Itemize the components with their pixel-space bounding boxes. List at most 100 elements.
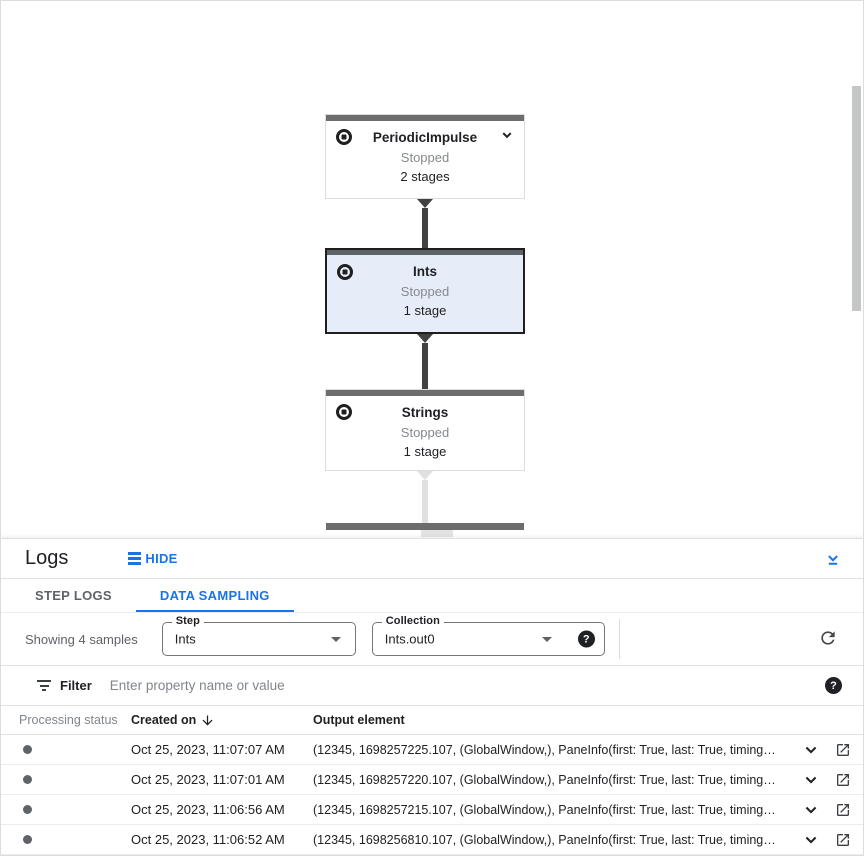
collection-help-icon[interactable]: ? bbox=[577, 630, 595, 648]
node-title: Ints bbox=[412, 264, 437, 279]
column-processing-status: Processing status bbox=[19, 713, 118, 727]
edge-line bbox=[422, 343, 428, 389]
samples-table-header: Processing status Created on Output elem… bbox=[1, 706, 863, 735]
vertical-divider bbox=[618, 619, 620, 659]
node-title: PeriodicImpulse bbox=[372, 130, 478, 145]
logs-panel: Logs HIDE STEP LOGS DATA SAMPLING Showin… bbox=[1, 538, 863, 855]
step-select-label: Step bbox=[171, 615, 204, 627]
open-sample-button[interactable] bbox=[835, 772, 851, 788]
open-sample-button[interactable] bbox=[835, 802, 851, 818]
filter-bar: Filter ? bbox=[1, 666, 863, 706]
status-dot-icon bbox=[23, 745, 32, 754]
collapse-panel-button[interactable] bbox=[823, 549, 843, 569]
processing-status-cell bbox=[1, 835, 131, 844]
logs-tabs: STEP LOGS DATA SAMPLING bbox=[1, 579, 863, 613]
hide-panel-icon bbox=[128, 552, 142, 565]
step-select-value: Ints bbox=[174, 631, 196, 647]
collapse-down-icon bbox=[828, 554, 838, 565]
step-select[interactable]: Step Ints bbox=[161, 615, 356, 656]
created-on-cell: Oct 25, 2023, 11:07:07 AM bbox=[131, 742, 285, 757]
created-on-cell: Oct 25, 2023, 11:06:56 AM bbox=[131, 802, 285, 817]
divider bbox=[1, 578, 863, 579]
node-status: Stopped bbox=[400, 425, 450, 440]
node-stage-count: 1 stage bbox=[403, 303, 447, 318]
graph-edge bbox=[409, 471, 441, 523]
status-dot-icon bbox=[23, 775, 32, 784]
dropdown-arrow-icon bbox=[541, 637, 552, 642]
edge-line bbox=[422, 208, 428, 248]
expand-row-button[interactable] bbox=[801, 770, 821, 790]
filter-icon bbox=[37, 680, 51, 691]
hide-logs-button[interactable]: HIDE bbox=[128, 551, 177, 566]
chevron-down-icon bbox=[805, 836, 817, 843]
sampling-controls: Showing 4 samples Step Ints Collection I… bbox=[1, 613, 863, 666]
logs-panel-title: Logs bbox=[25, 547, 69, 569]
processing-status-cell bbox=[1, 805, 131, 814]
expand-row-button[interactable] bbox=[801, 800, 821, 820]
stopped-status-icon bbox=[336, 129, 352, 145]
collection-select[interactable]: Collection Ints.out0 ? bbox=[371, 615, 605, 656]
status-dot-icon bbox=[23, 805, 32, 814]
open-sample-button[interactable] bbox=[835, 832, 851, 848]
collection-select-label: Collection bbox=[381, 615, 444, 627]
expand-row-button[interactable] bbox=[801, 740, 821, 760]
open-in-new-icon bbox=[837, 833, 849, 846]
status-dot-icon bbox=[23, 835, 32, 844]
collection-select-value: Ints.out0 bbox=[384, 631, 435, 647]
stopped-status-icon bbox=[336, 404, 352, 420]
chevron-down-icon bbox=[805, 806, 817, 813]
sample-row[interactable]: Oct 25, 2023, 11:06:56 AM (12345, 169825… bbox=[1, 795, 863, 825]
sample-row[interactable]: Oct 25, 2023, 11:06:52 AM (12345, 169825… bbox=[1, 825, 863, 855]
graph-node-strings[interactable]: Strings Stopped 1 stage bbox=[325, 389, 525, 471]
sample-row[interactable]: Oct 25, 2023, 11:07:07 AM (12345, 169825… bbox=[1, 735, 863, 765]
open-sample-button[interactable] bbox=[835, 742, 851, 758]
chevron-down-icon bbox=[805, 746, 817, 753]
output-element-cell: (12345, 1698257220.107, (GlobalWindow,),… bbox=[313, 772, 776, 787]
graph-node-ints[interactable]: Ints Stopped 1 stage bbox=[325, 248, 525, 334]
processing-status-cell bbox=[1, 745, 131, 754]
output-element-cell: (12345, 1698257225.107, (GlobalWindow,),… bbox=[313, 742, 776, 757]
node-stage-count: 1 stage bbox=[403, 444, 447, 459]
open-in-new-icon bbox=[837, 803, 849, 816]
stopped-status-icon bbox=[337, 264, 353, 280]
graph-edge bbox=[409, 334, 441, 389]
logs-header: Logs HIDE bbox=[1, 539, 863, 578]
node-status: Stopped bbox=[400, 150, 450, 165]
node-top-bar bbox=[326, 115, 524, 121]
sample-row[interactable]: Oct 25, 2023, 11:07:01 AM (12345, 169825… bbox=[1, 765, 863, 795]
output-element-cell: (12345, 1698257215.107, (GlobalWindow,),… bbox=[313, 802, 776, 817]
graph-scrollbar-thumb[interactable] bbox=[852, 86, 861, 311]
expand-row-button[interactable] bbox=[801, 830, 821, 850]
refresh-icon bbox=[821, 631, 835, 645]
chevron-down-icon[interactable] bbox=[498, 126, 516, 144]
node-top-bar bbox=[327, 250, 523, 255]
filter-label: Filter bbox=[60, 678, 92, 693]
tab-data-sampling[interactable]: DATA SAMPLING bbox=[136, 579, 294, 612]
dropdown-arrow-icon bbox=[330, 637, 341, 642]
edge-line bbox=[422, 480, 428, 523]
output-element-cell: (12345, 1698256810.107, (GlobalWindow,),… bbox=[313, 832, 776, 847]
sort-descending-icon[interactable] bbox=[200, 713, 215, 728]
filter-input[interactable] bbox=[109, 678, 813, 693]
partial-node-top-bar bbox=[326, 523, 524, 530]
created-on-cell: Oct 25, 2023, 11:07:01 AM bbox=[131, 772, 285, 787]
column-created-on[interactable]: Created on bbox=[131, 713, 197, 727]
node-top-bar bbox=[326, 390, 524, 396]
node-stage-count: 2 stages bbox=[400, 169, 450, 184]
node-title: Strings bbox=[401, 405, 449, 420]
filter-help-icon[interactable]: ? bbox=[825, 677, 842, 694]
partial-node-fragment bbox=[421, 530, 453, 537]
created-on-cell: Oct 25, 2023, 11:06:52 AM bbox=[131, 832, 285, 847]
edge-arrow-icon bbox=[417, 334, 433, 343]
tab-step-logs[interactable]: STEP LOGS bbox=[11, 579, 136, 612]
edge-arrow-icon bbox=[417, 471, 433, 480]
node-status: Stopped bbox=[400, 284, 450, 299]
edge-arrow-icon bbox=[417, 199, 433, 208]
job-graph-canvas[interactable]: PeriodicImpulse Stopped 2 stages Ints St… bbox=[1, 1, 863, 538]
graph-node-periodicimpulse[interactable]: PeriodicImpulse Stopped 2 stages bbox=[325, 114, 525, 199]
open-in-new-icon bbox=[837, 743, 849, 756]
sample-count-text: Showing 4 samples bbox=[25, 631, 138, 647]
open-in-new-icon bbox=[837, 773, 849, 786]
refresh-samples-button[interactable] bbox=[817, 628, 839, 650]
